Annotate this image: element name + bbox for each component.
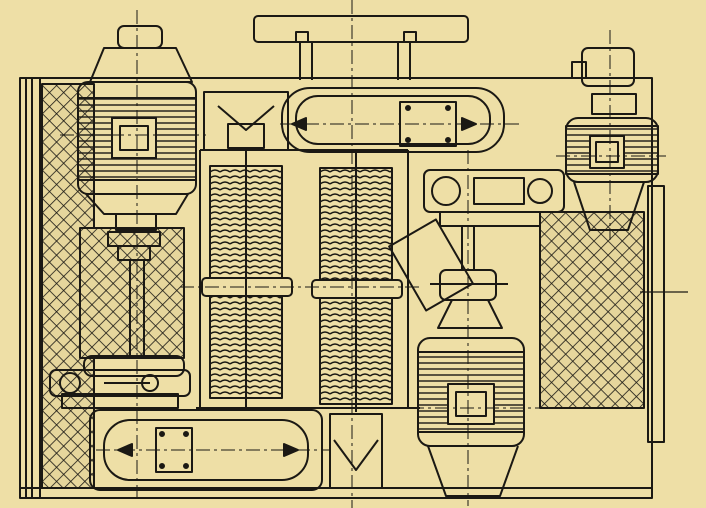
rope-drum-right — [311, 150, 403, 412]
shoe-brake-right — [388, 169, 565, 312]
shoe-brake-left — [49, 231, 191, 409]
mesh-guard-left — [41, 83, 185, 489]
rope-drum-left — [201, 150, 293, 410]
right-drive-shaft — [430, 226, 508, 301]
centre-lines — [60, 0, 666, 508]
reduction-gearbox-top — [281, 87, 505, 153]
electric-motor-right-bottom — [417, 299, 525, 497]
mesh-guard-right — [539, 185, 688, 443]
top-platform — [253, 15, 469, 80]
electric-motor-right-top — [565, 47, 659, 231]
